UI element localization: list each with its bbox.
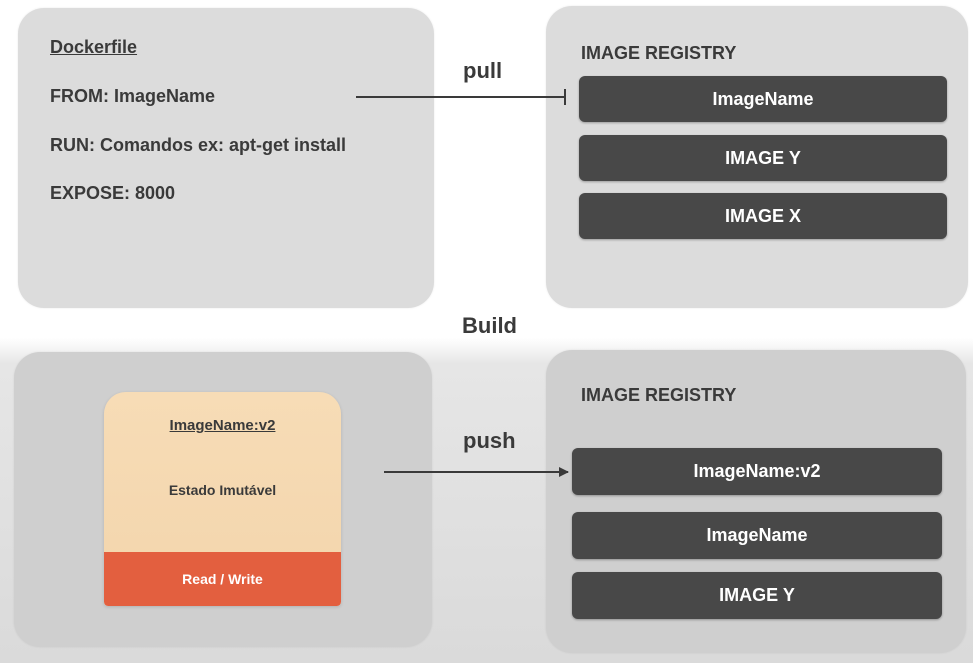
registry-top-image-item: IMAGE Y bbox=[579, 135, 947, 181]
image-registry-top-panel: IMAGE REGISTRY ImageName IMAGE Y IMAGE X bbox=[546, 6, 968, 308]
dockerfile-run-line: RUN: Comandos ex: apt-get install bbox=[50, 135, 347, 155]
dockerfile-expose-line: EXPOSE: 8000 bbox=[50, 183, 176, 203]
build-label: Build bbox=[462, 313, 517, 338]
push-label: push bbox=[463, 428, 516, 453]
registry-bottom-image-item: ImageName bbox=[572, 512, 942, 559]
pull-label: pull bbox=[463, 58, 503, 83]
registry-bottom-title: IMAGE REGISTRY bbox=[581, 385, 737, 405]
dockerfile-title: Dockerfile bbox=[50, 37, 138, 57]
registry-bottom-image-item: IMAGE Y bbox=[572, 572, 942, 619]
registry-top-image-item: ImageName bbox=[579, 76, 947, 122]
immutable-state-label: Estado Imutável bbox=[168, 482, 277, 498]
container-image-card: ImageName:v2 Estado Imutável Read / Writ… bbox=[104, 392, 341, 606]
read-write-layer: Read / Write bbox=[104, 552, 341, 606]
dockerfile-from-line: FROM: ImageName bbox=[50, 86, 216, 106]
registry-bottom-image-item: ImageName:v2 bbox=[572, 448, 942, 495]
registry-top-image-item: IMAGE X bbox=[579, 193, 947, 239]
container-image-tag: ImageName:v2 bbox=[169, 417, 276, 434]
image-registry-bottom-panel: IMAGE REGISTRY ImageName:v2 ImageName IM… bbox=[546, 350, 966, 653]
registry-top-title: IMAGE REGISTRY bbox=[581, 43, 737, 63]
pull-arrow bbox=[356, 89, 566, 105]
dockerfile-panel: Dockerfile FROM: ImageName RUN: Comandos… bbox=[18, 8, 434, 308]
